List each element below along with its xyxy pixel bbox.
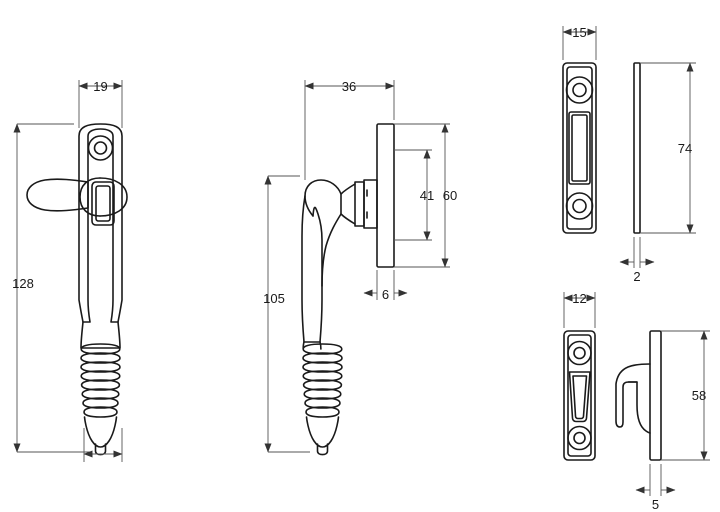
handle-end-dome xyxy=(83,416,118,448)
view-handle-side-elevation xyxy=(301,123,395,456)
dimension-text-layer: 19 128 36 105 6 41 60 15 74 2 12 58 5 xyxy=(12,25,706,512)
dimension-36 xyxy=(304,80,395,180)
handle-lever-hub-left xyxy=(79,177,101,217)
keep-hook-inner-border xyxy=(567,334,592,457)
keep-long-screw-bottom-inner xyxy=(572,198,587,214)
dimension-label-12: 12 xyxy=(572,291,586,306)
handle-rose-taper xyxy=(340,183,356,225)
handle-reeded-grip xyxy=(80,343,121,418)
dimension-15 xyxy=(562,26,597,60)
keep-hook-screw-bottom-outer xyxy=(567,425,592,451)
dimension-label-15: 15 xyxy=(572,25,586,40)
keep-hook-screw-top-outer xyxy=(567,340,592,366)
dimension-12 xyxy=(563,292,596,328)
dimension-handle-foot-width xyxy=(83,428,123,462)
dimension-41 xyxy=(394,149,432,241)
keep-long-outer xyxy=(562,62,597,234)
keep-long-screw-top-outer xyxy=(565,76,594,104)
handle-lever-shank-side-right xyxy=(321,213,342,287)
keep-long-slot-outer xyxy=(568,111,591,185)
handle-backplate-outline xyxy=(78,123,123,323)
keep-hook-slot-outer xyxy=(568,371,591,423)
dimension-label-74: 74 xyxy=(678,141,692,156)
handle-screw-outer xyxy=(87,135,114,161)
dimension-label-5: 5 xyxy=(652,497,659,512)
handle-lever-shank-side xyxy=(301,195,323,343)
dimension-label-41: 41 xyxy=(420,188,434,203)
dimension-label-36: 36 xyxy=(342,79,356,94)
handle-end-dome-side xyxy=(305,416,340,448)
dimension-label-2: 2 xyxy=(633,269,640,284)
handle-lever-knuckle-side xyxy=(304,179,342,217)
keep-long-slot-inner xyxy=(571,114,588,182)
keep-hook-side-hook xyxy=(615,363,651,434)
dimension-105 xyxy=(264,175,310,453)
view-handle-front-elevation xyxy=(26,123,128,456)
handle-screw-inner xyxy=(93,141,108,155)
handle-cam-slot-outer xyxy=(91,181,115,226)
dimension-label-105: 105 xyxy=(263,291,285,306)
dimension-19 xyxy=(78,80,123,128)
dimension-128 xyxy=(13,123,90,453)
dimension-2 xyxy=(619,237,655,268)
dimension-5 xyxy=(635,464,676,496)
keep-hook-side-plate xyxy=(649,330,662,461)
keep-hook-slot-inner xyxy=(572,375,588,420)
keep-hook-outer xyxy=(563,330,596,461)
keep-hook-screw-bottom-inner xyxy=(573,431,586,445)
handle-neck-front xyxy=(80,321,121,349)
handle-reeded-grip-side xyxy=(302,343,343,418)
dimension-label-19: 19 xyxy=(93,79,107,94)
handle-lever-arm xyxy=(26,178,89,212)
view-keep-long-side xyxy=(633,62,641,234)
keep-long-inner-border xyxy=(566,66,593,230)
dimension-label-128: 128 xyxy=(12,276,34,291)
keep-hook-screw-top-inner xyxy=(573,346,586,360)
view-keep-hook-front xyxy=(563,330,596,461)
dimension-label-58: 58 xyxy=(692,388,706,403)
keep-long-side-profile xyxy=(633,62,641,234)
keep-long-screw-top-inner xyxy=(572,82,587,98)
dimension-6 xyxy=(363,270,408,300)
dimension-58 xyxy=(661,330,710,461)
dimension-label-6: 6 xyxy=(382,287,389,302)
handle-end-nib-side xyxy=(316,443,329,456)
view-keep-long-front xyxy=(562,62,597,234)
handle-lever-hub xyxy=(99,177,128,217)
dimension-60 xyxy=(394,123,450,268)
handle-cam-slot-inner xyxy=(95,185,111,222)
handle-neck-side xyxy=(302,341,322,350)
dimension-label-60: 60 xyxy=(443,188,457,203)
keep-long-screw-bottom-outer xyxy=(565,192,594,220)
handle-rose-ring xyxy=(354,181,365,227)
view-keep-hook-side xyxy=(615,330,662,461)
dimension-74 xyxy=(640,62,696,234)
dimension-layer xyxy=(13,26,710,496)
